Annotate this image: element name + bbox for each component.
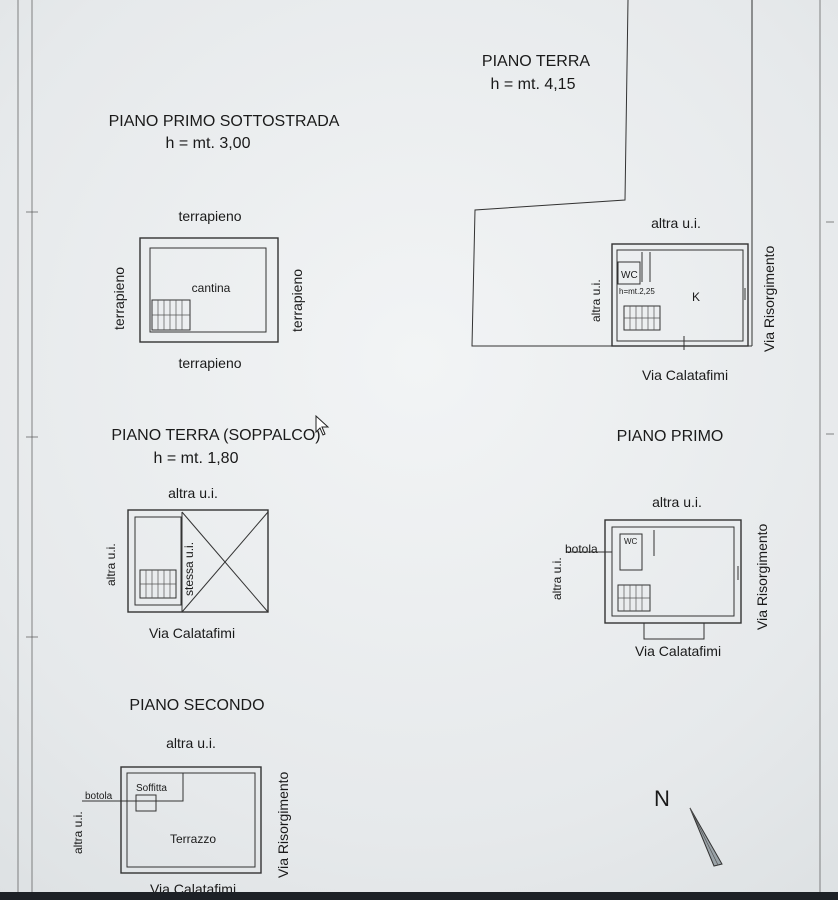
piano-terra-wc-label: WC [621, 270, 638, 281]
sottostrada-outer-wall [139, 237, 279, 343]
piano-terra-height: h = mt. 4,15 [491, 76, 576, 93]
secondo-soffitta-label: Soffitta [136, 783, 167, 794]
primo-botola-label: botola [565, 542, 598, 556]
sottostrada-inner-wall [149, 247, 267, 333]
piano-terra-via-risorgimento: Via Risorgimento [761, 245, 777, 352]
soppalco-inner-room [134, 516, 182, 606]
secondo-terrazzo-area [126, 772, 256, 868]
sottostrada-height: h = mt. 3,00 [166, 135, 251, 152]
soppalco-stessa-ui: stessa u.i. [182, 542, 196, 596]
sottostrada-terrapieno-top: terrapieno [178, 208, 241, 224]
primo-stairs [617, 584, 651, 612]
primo-via-calatafimi: Via Calatafimi [635, 643, 721, 659]
primo-title: PIANO PRIMO [617, 428, 724, 445]
piano-terra-stairs [623, 305, 661, 331]
soppalco-void-diagonal-2 [181, 511, 269, 613]
piano-terra-wc-height: h=mt.2,25 [619, 287, 655, 296]
piano-terra-kitchen-label: K [692, 290, 700, 304]
soppalco-stairs [139, 569, 177, 599]
piano-terra-via-calatafimi: Via Calatafimi [642, 367, 728, 383]
primo-wc-box [619, 533, 643, 571]
secondo-via-calatafimi: Via Calatafimi [150, 881, 236, 892]
soppalco-altra-ui: altra u.i. [168, 485, 218, 501]
primo-altra-ui-side: altra u.i. [550, 557, 564, 600]
secondo-outer-wall [120, 766, 262, 874]
sottostrada-cantina-label: cantina [192, 281, 231, 295]
piano-terra-title: PIANO TERRA [482, 53, 591, 70]
piano-terra-lot-outline [471, 0, 752, 347]
soppalco-height: h = mt. 1,80 [154, 450, 239, 467]
sottostrada-title: PIANO PRIMO SOTTOSTRADA [109, 113, 340, 130]
primo-altra-ui: altra u.i. [652, 494, 702, 510]
secondo-altra-ui-side: altra u.i. [71, 811, 85, 854]
primo-inner-wall [611, 526, 735, 617]
primo-outer-wall [604, 519, 742, 624]
taskbar [0, 892, 838, 900]
sottostrada-terrapieno-left: terrapieno [111, 267, 127, 330]
soppalco-title: PIANO TERRA (SOPPALCO) [111, 427, 320, 444]
secondo-terrazzo-label: Terrazzo [170, 832, 216, 846]
secondo-altra-ui: altra u.i. [166, 735, 216, 751]
primo-wc-label: WC [624, 537, 638, 546]
soppalco-outer-wall [127, 509, 269, 613]
piano-terra-unit-inner [616, 249, 744, 342]
piano-terra-altra-ui: altra u.i. [651, 215, 701, 231]
north-label: N [654, 786, 670, 811]
primo-balcony [643, 622, 705, 640]
north-arrow-icon [689, 807, 723, 867]
soppalco-altra-ui-side: altra u.i. [104, 543, 118, 586]
primo-via-risorgimento: Via Risorgimento [754, 523, 770, 630]
piano-terra-altra-ui-side: altra u.i. [589, 279, 603, 322]
sottostrada-stairs [151, 299, 191, 331]
piano-terra-wc-box [617, 261, 641, 285]
secondo-botola-label: botola [85, 791, 113, 802]
secondo-botola-hatch [135, 794, 157, 812]
secondo-soffitta-room [126, 772, 184, 802]
sottostrada-terrapieno-right: terrapieno [289, 269, 305, 332]
piano-terra-unit-outer [611, 243, 749, 347]
soppalco-via-calatafimi: Via Calatafimi [149, 625, 235, 641]
secondo-title: PIANO SECONDO [129, 697, 264, 714]
mouse-cursor-icon [315, 414, 330, 436]
sottostrada-terrapieno-bottom: terrapieno [178, 355, 241, 371]
secondo-via-risorgimento: Via Risorgimento [275, 771, 291, 878]
